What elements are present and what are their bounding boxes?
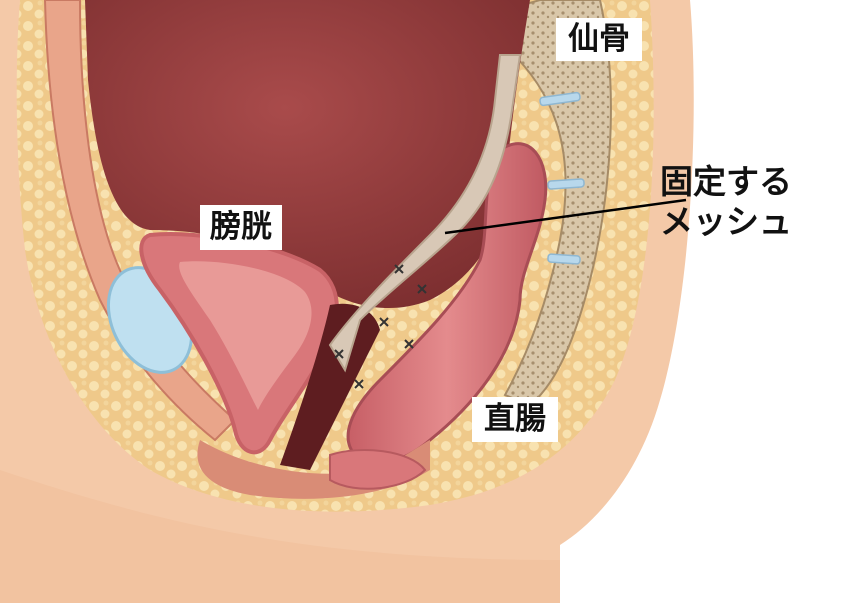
mesh-label-line1: 固定する <box>660 162 792 202</box>
mesh-label-line2: メッシュ <box>660 202 792 242</box>
bladder-label: 膀胱 <box>200 205 282 250</box>
sacrum-label: 仙骨 <box>556 18 642 61</box>
rectum-label: 直腸 <box>472 397 558 442</box>
mesh-label: 固定する メッシュ <box>660 162 792 243</box>
